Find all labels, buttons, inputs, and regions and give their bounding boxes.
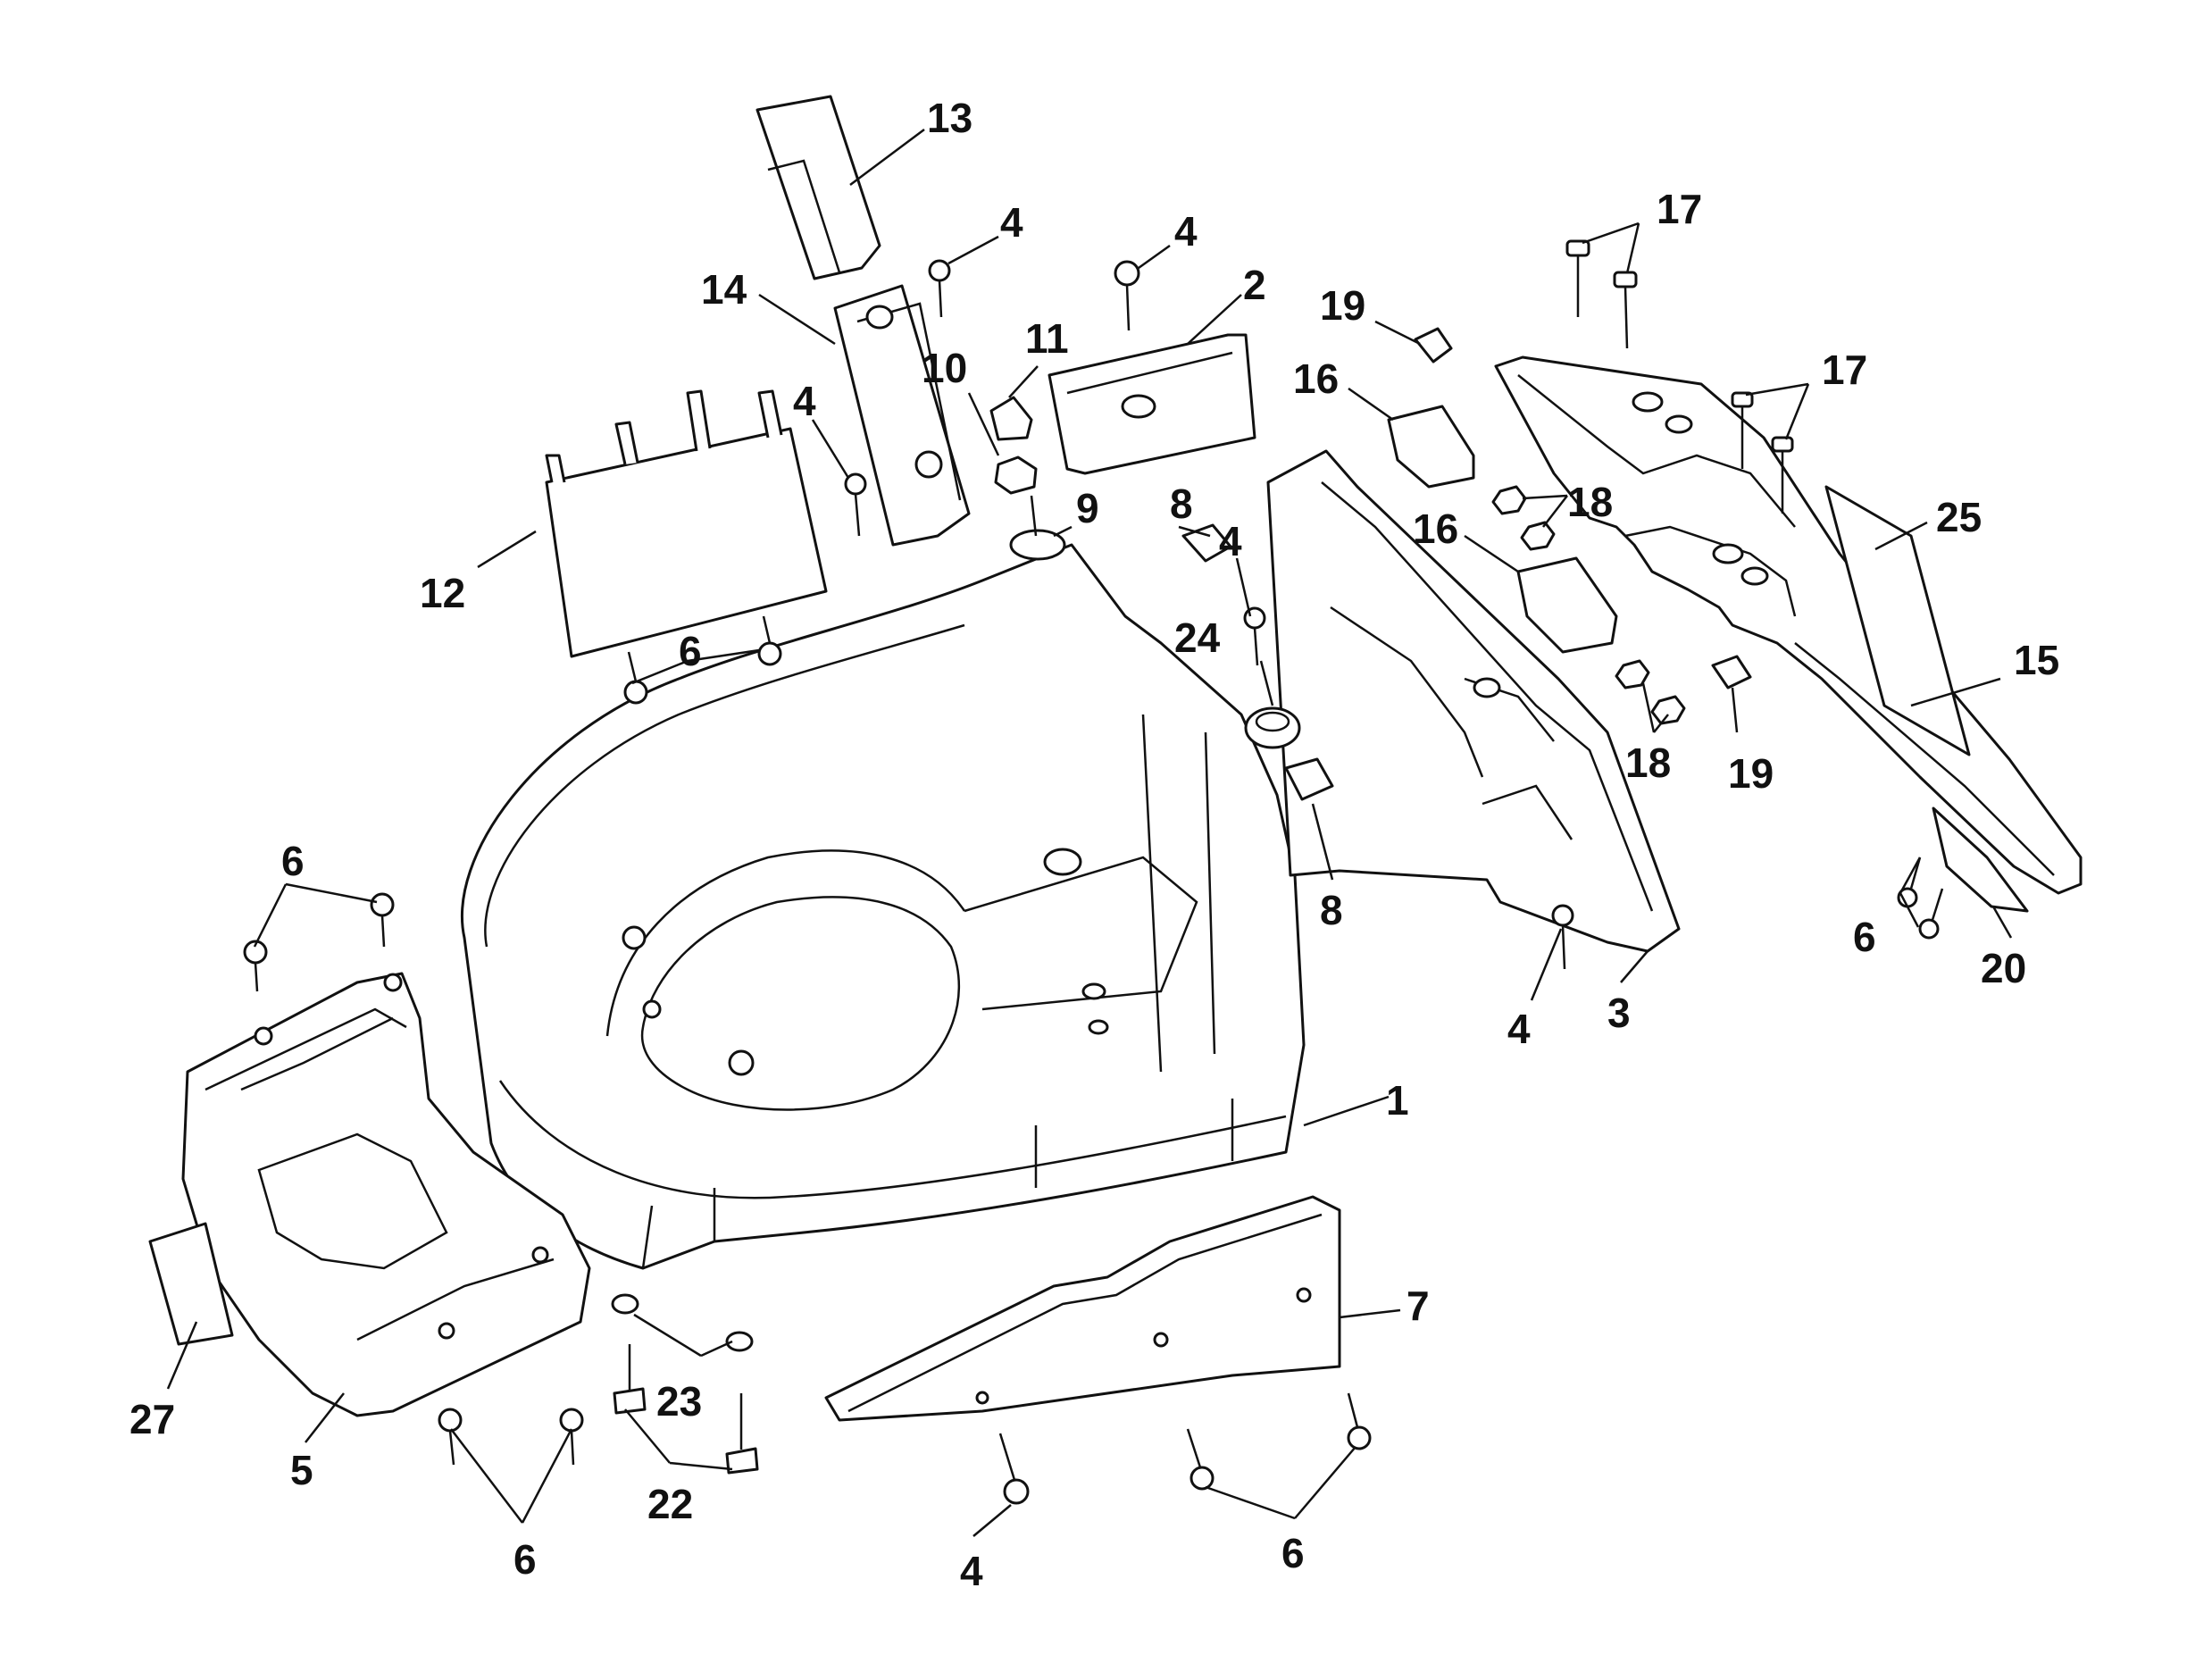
callout-19: 19	[1728, 750, 1774, 797]
bolt-22-group	[613, 1344, 759, 1475]
callout-4: 4	[1000, 199, 1023, 246]
cover-plate-12	[545, 389, 828, 658]
callout-1: 1	[1386, 1077, 1409, 1124]
bolt-17-group	[1565, 239, 1794, 514]
callout-22: 22	[647, 1481, 693, 1527]
callout-4: 4	[1174, 208, 1198, 255]
callout-19: 19	[1320, 282, 1365, 329]
callout-6: 6	[1853, 914, 1876, 960]
callout-15: 15	[2014, 637, 2059, 683]
callout-3: 3	[1607, 990, 1631, 1036]
callout-16: 16	[1293, 355, 1339, 402]
callout-13: 13	[927, 95, 972, 141]
callout-6: 6	[1281, 1530, 1305, 1576]
callout-8: 8	[1170, 481, 1193, 527]
screw-4-f	[998, 1433, 1030, 1505]
bracket-box-14	[833, 284, 971, 547]
grommet-24	[1244, 706, 1301, 749]
callout-18: 18	[1567, 479, 1613, 525]
curved-cover-2	[1048, 333, 1256, 475]
mower-deck	[461, 543, 1306, 1270]
screw-4-a	[928, 259, 951, 318]
callout-11: 11	[1025, 315, 1069, 362]
callout-14: 14	[701, 266, 747, 313]
callout-7: 7	[1406, 1283, 1430, 1329]
callout-4: 4	[960, 1548, 983, 1594]
knob-19-group	[1414, 327, 1752, 689]
callout-4: 4	[1507, 1006, 1531, 1052]
callout-16: 16	[1413, 506, 1458, 552]
chute-block-13	[755, 95, 881, 280]
plate-27	[148, 1222, 234, 1346]
callout-labels: 13 4 4 2 14 11 10 4 9 8 12 6 19 16 17 17…	[129, 95, 2059, 1594]
callout-9: 9	[1076, 485, 1099, 531]
callout-10: 10	[922, 345, 967, 391]
bolt-9	[1009, 495, 1066, 561]
rear-cover-5	[181, 972, 591, 1417]
callout-6: 6	[513, 1536, 537, 1583]
decal-25	[1824, 485, 1971, 756]
callout-12: 12	[420, 570, 465, 616]
callout-20: 20	[1981, 945, 2026, 991]
clip-8-group	[1181, 523, 1334, 801]
callout-4: 4	[1219, 518, 1242, 564]
clip-16-group	[1387, 405, 1618, 654]
screw-4-e	[1551, 904, 1574, 970]
washer-23-group	[611, 1293, 754, 1352]
callout-4: 4	[793, 378, 816, 424]
plate-20	[1932, 806, 2029, 913]
handle-bracket-15	[1494, 355, 2083, 895]
callout-24: 24	[1174, 614, 1221, 661]
screw-4-d	[1243, 606, 1266, 666]
callout-5: 5	[290, 1447, 313, 1493]
callout-17: 17	[1657, 186, 1702, 232]
nut-10-11-group	[989, 396, 1038, 495]
screw-6-group	[243, 615, 1944, 1491]
callout-8: 8	[1320, 887, 1343, 933]
callout-25: 25	[1936, 494, 1982, 540]
screw-4-b	[1114, 260, 1140, 331]
screw-4-c	[844, 472, 867, 537]
callout-27: 27	[129, 1396, 175, 1442]
callout-6: 6	[679, 628, 702, 674]
side-plate-7	[824, 1195, 1341, 1422]
callout-18: 18	[1625, 740, 1671, 786]
callout-17: 17	[1822, 347, 1867, 393]
nut-18-group	[1491, 485, 1686, 725]
callout-23: 23	[656, 1378, 702, 1425]
callout-6: 6	[281, 838, 305, 884]
callout-2: 2	[1243, 262, 1266, 308]
leader-lines	[166, 128, 2013, 1537]
